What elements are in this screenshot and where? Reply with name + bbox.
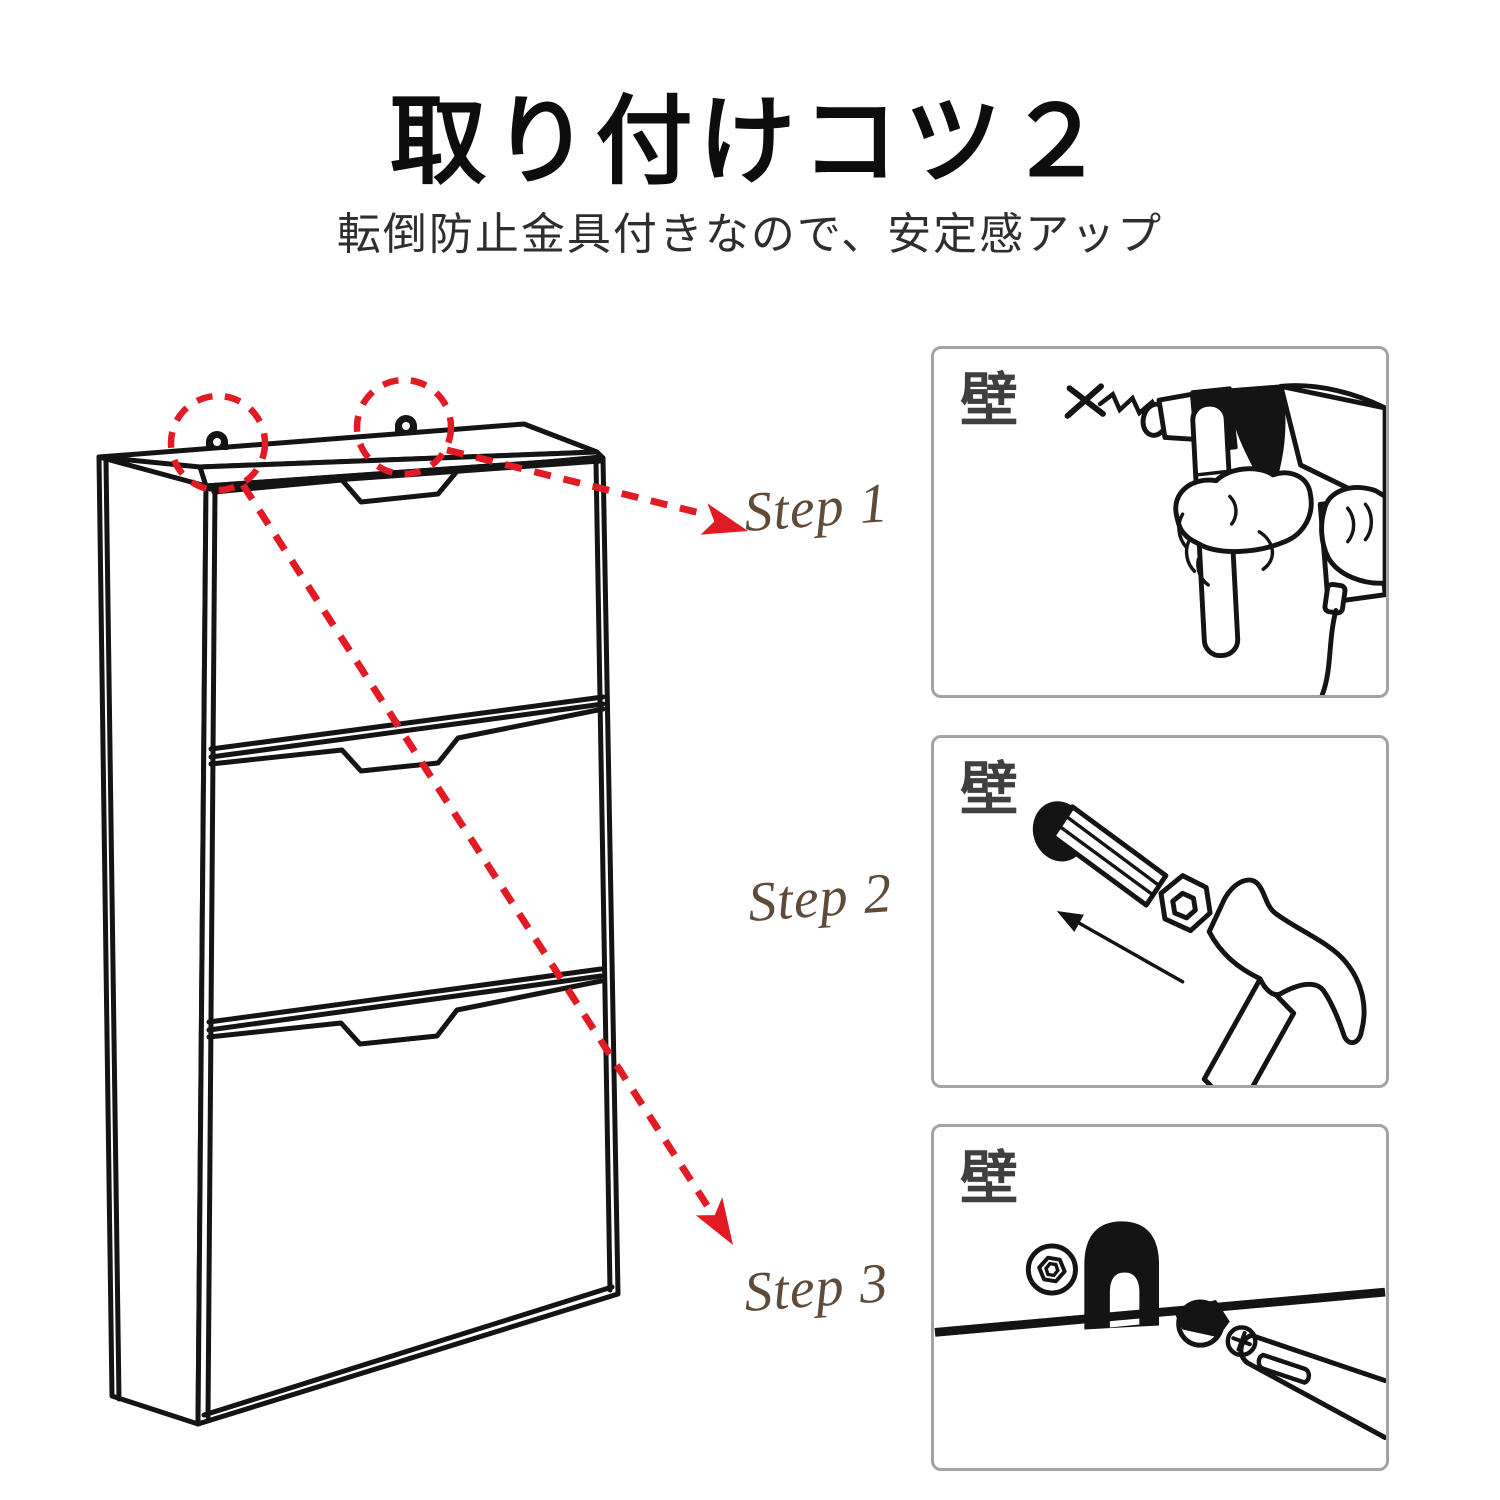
mount-hook-icon: [395, 415, 417, 434]
step-3-panel: 壁: [931, 1124, 1389, 1471]
page-title: 取り付けコツ２: [389, 87, 1111, 196]
drill-point-x-mark: [1064, 383, 1106, 419]
cabinet-top-edge: [934, 1287, 1386, 1337]
step-2-label: Step 2: [746, 862, 895, 934]
arrow-to-step-1: [446, 446, 748, 535]
hammer: [1201, 877, 1367, 1085]
step-1-label: Step 1: [742, 472, 891, 544]
shoe-cabinet-icon: [96, 415, 621, 1427]
bracket-and-screwdriver-icon: [934, 1221, 1386, 1440]
electric-drill-icon: [1064, 383, 1386, 695]
step-2-panel: 壁: [931, 735, 1389, 1088]
wall-label: 壁: [960, 368, 1019, 433]
mount-hook-icon: [206, 431, 228, 450]
page-subtitle: 転倒防止金具付きなので、安定感アップ: [336, 210, 1164, 259]
anchor-bolt-and-hammer-icon: [1032, 801, 1367, 1085]
hook-highlight-circle: [353, 376, 455, 478]
hex-bolt: [1025, 1243, 1078, 1296]
step-3-label: Step 3: [742, 1252, 891, 1324]
screwdriver: [1238, 1332, 1386, 1440]
arrow-to-step-3: [240, 483, 733, 1245]
step-1-panel: 壁: [931, 346, 1389, 698]
hook-highlight-circle: [167, 392, 269, 494]
wall-label: 壁: [960, 1146, 1019, 1211]
wall-label: 壁: [960, 757, 1019, 822]
hammer-direction-arrow: [1056, 911, 1185, 984]
